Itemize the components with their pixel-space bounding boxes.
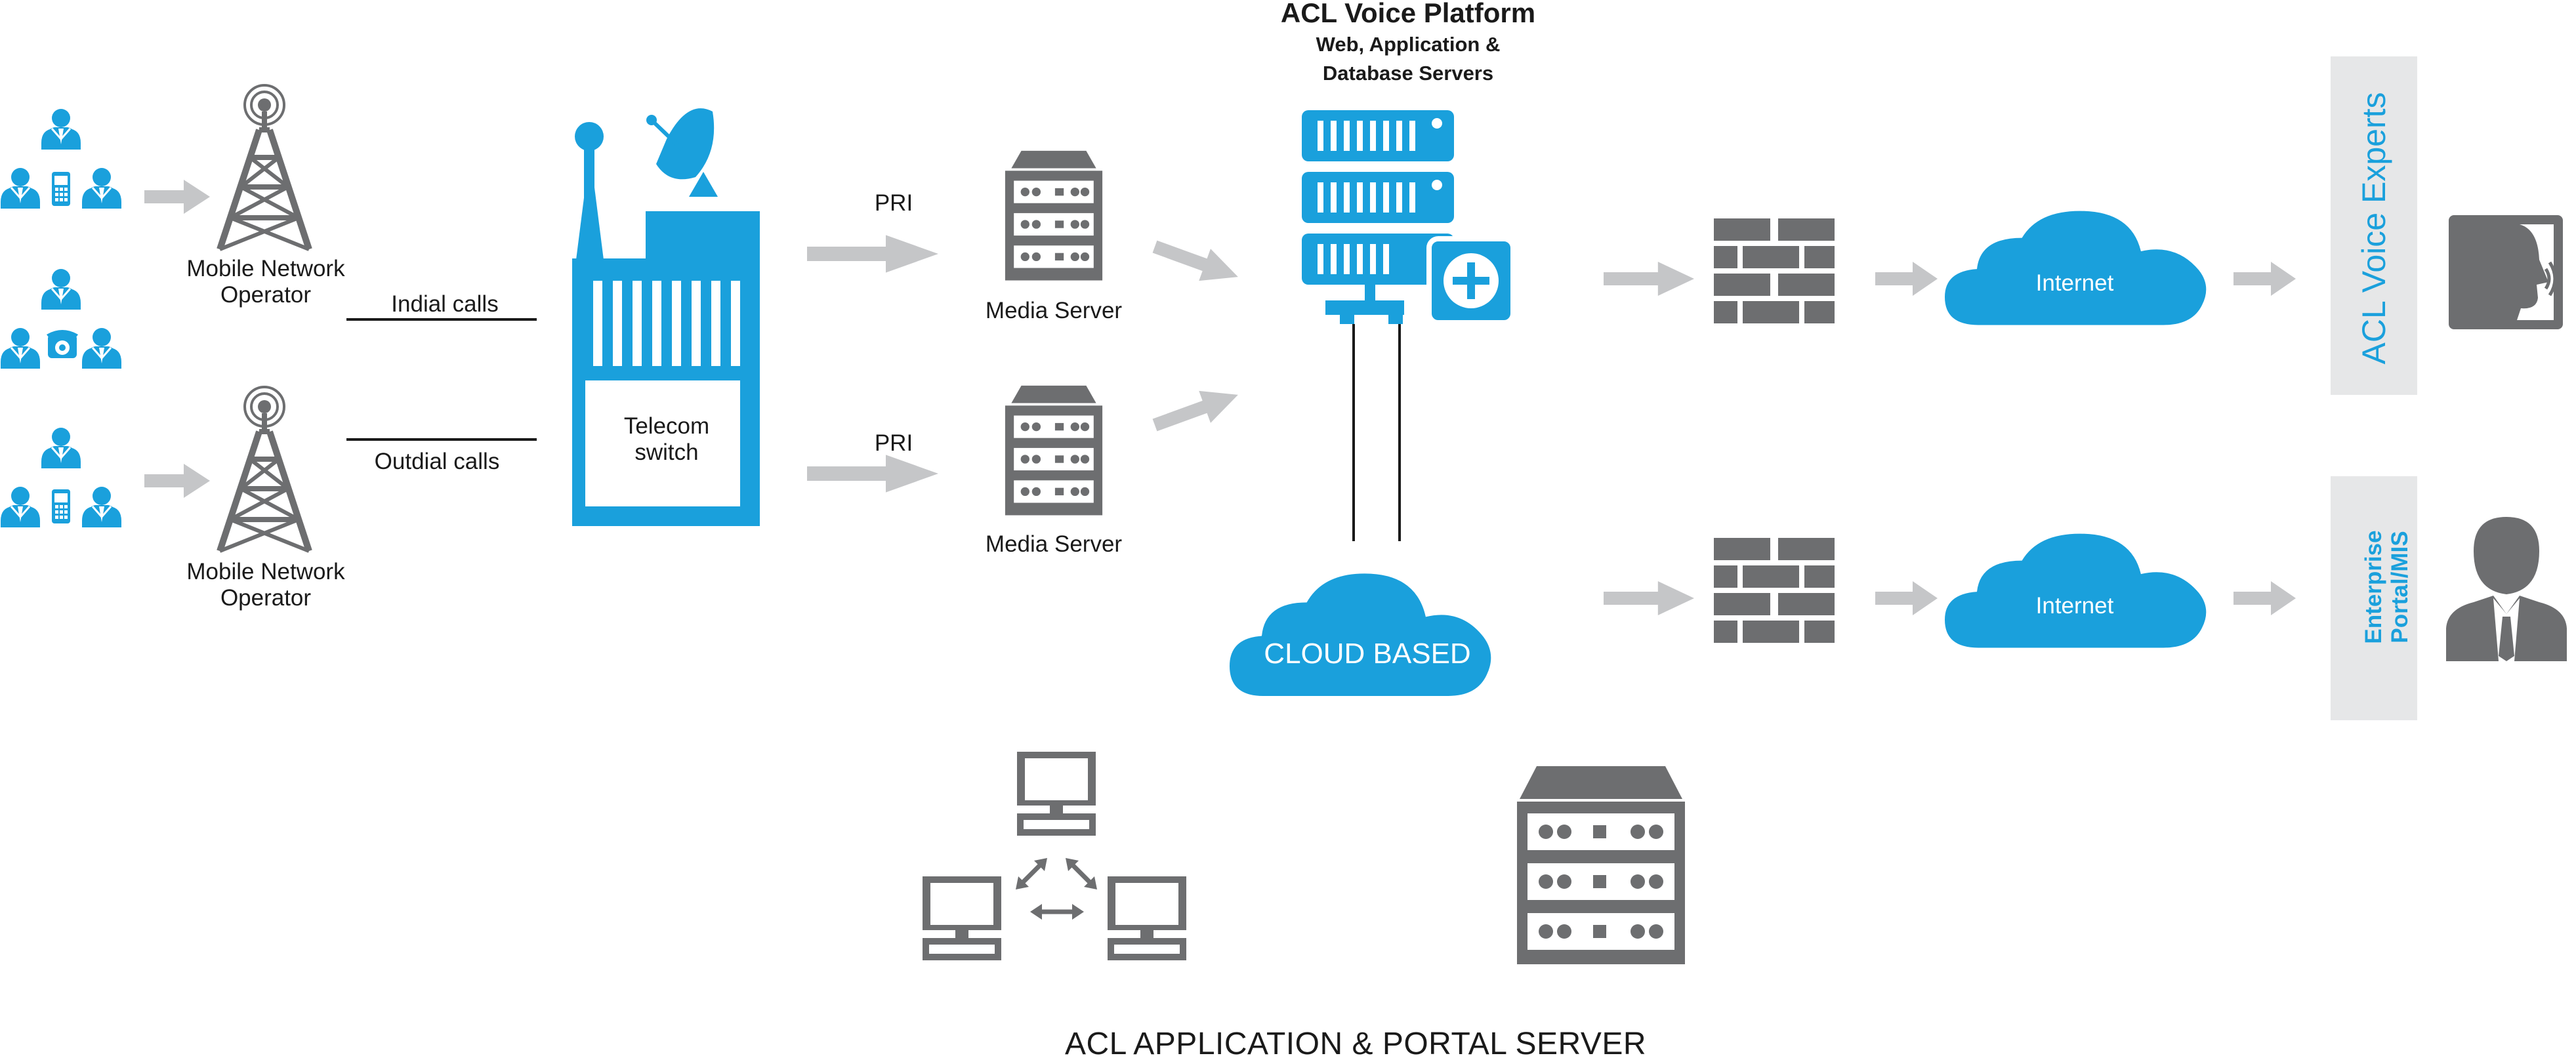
indial-calls-label: Indial calls bbox=[391, 291, 499, 317]
pri-arrow bbox=[807, 235, 938, 273]
platform-subtitle-line2: Database Servers bbox=[1322, 62, 1494, 85]
media-server-icon bbox=[1005, 150, 1103, 281]
telecom-switch-label-line1: Telecom bbox=[623, 413, 710, 439]
mobile-tower-icon bbox=[220, 387, 309, 551]
internet-label-bottom: Internet bbox=[2035, 593, 2114, 619]
flow-arrow bbox=[1604, 262, 1694, 296]
operator-label-top-line2: Operator bbox=[220, 282, 312, 308]
pri-label-top: PRI bbox=[874, 190, 913, 216]
flow-arrow bbox=[144, 464, 210, 498]
flow-arrow bbox=[1152, 390, 1238, 432]
media-server-icon bbox=[1005, 385, 1103, 516]
cloud-icon bbox=[1230, 573, 1491, 696]
cloud-icon bbox=[1945, 211, 2207, 325]
user-group-icon bbox=[0, 426, 123, 529]
networked-computers-icon bbox=[923, 752, 1186, 960]
firewall-icon bbox=[1714, 218, 1835, 323]
enterprise-panel bbox=[2331, 476, 2417, 720]
experts-panel bbox=[2331, 56, 2417, 395]
platform-subtitle-line1: Web, Application & bbox=[1316, 33, 1501, 56]
user-group-icon bbox=[0, 268, 123, 370]
flow-arrow bbox=[144, 180, 210, 214]
media-server-label-bottom: Media Server bbox=[985, 531, 1123, 557]
pri-arrow bbox=[807, 455, 938, 493]
telecom-switch-label-line2: switch bbox=[634, 439, 699, 465]
footer-label: ACL APPLICATION & PORTAL SERVER bbox=[1064, 1027, 1647, 1061]
mobile-tower-icon bbox=[220, 85, 309, 249]
internet-label-top: Internet bbox=[2035, 270, 2114, 296]
businessman-icon bbox=[2446, 517, 2567, 661]
speaking-head-icon bbox=[2449, 215, 2563, 329]
flow-arrow bbox=[1875, 262, 1938, 296]
cloud-based-label: CLOUD BASED bbox=[1264, 638, 1471, 670]
flow-arrow bbox=[1875, 581, 1938, 615]
operator-label-bottom-line2: Operator bbox=[220, 585, 312, 611]
acl-voice-experts-label: ACL Voice Experts bbox=[2356, 92, 2392, 365]
operator-label-top-line1: Mobile Network bbox=[186, 256, 345, 281]
firewall-icon bbox=[1714, 538, 1835, 643]
telecom-switch bbox=[572, 122, 760, 526]
enterprise-label-line1: Enterprise bbox=[2361, 530, 2386, 644]
flow-arrow bbox=[2233, 581, 2296, 615]
flow-arrow bbox=[1152, 240, 1238, 281]
flow-arrow bbox=[2233, 262, 2296, 296]
satellite-dish-icon bbox=[646, 108, 718, 197]
media-server-label-top: Media Server bbox=[985, 298, 1123, 323]
database-server-icon bbox=[1302, 110, 1516, 325]
user-group-icon bbox=[0, 108, 123, 210]
operator-label-bottom-line1: Mobile Network bbox=[186, 559, 345, 584]
server-rack-icon bbox=[1517, 766, 1685, 964]
flow-arrow bbox=[1604, 581, 1694, 615]
pri-label-bottom: PRI bbox=[874, 430, 913, 456]
enterprise-label-line2: Portal/MIS bbox=[2387, 531, 2413, 643]
platform-title: ACL Voice Platform bbox=[1280, 0, 1536, 28]
cloud-icon bbox=[1945, 533, 2207, 648]
outdial-calls-label: Outdial calls bbox=[374, 449, 500, 474]
